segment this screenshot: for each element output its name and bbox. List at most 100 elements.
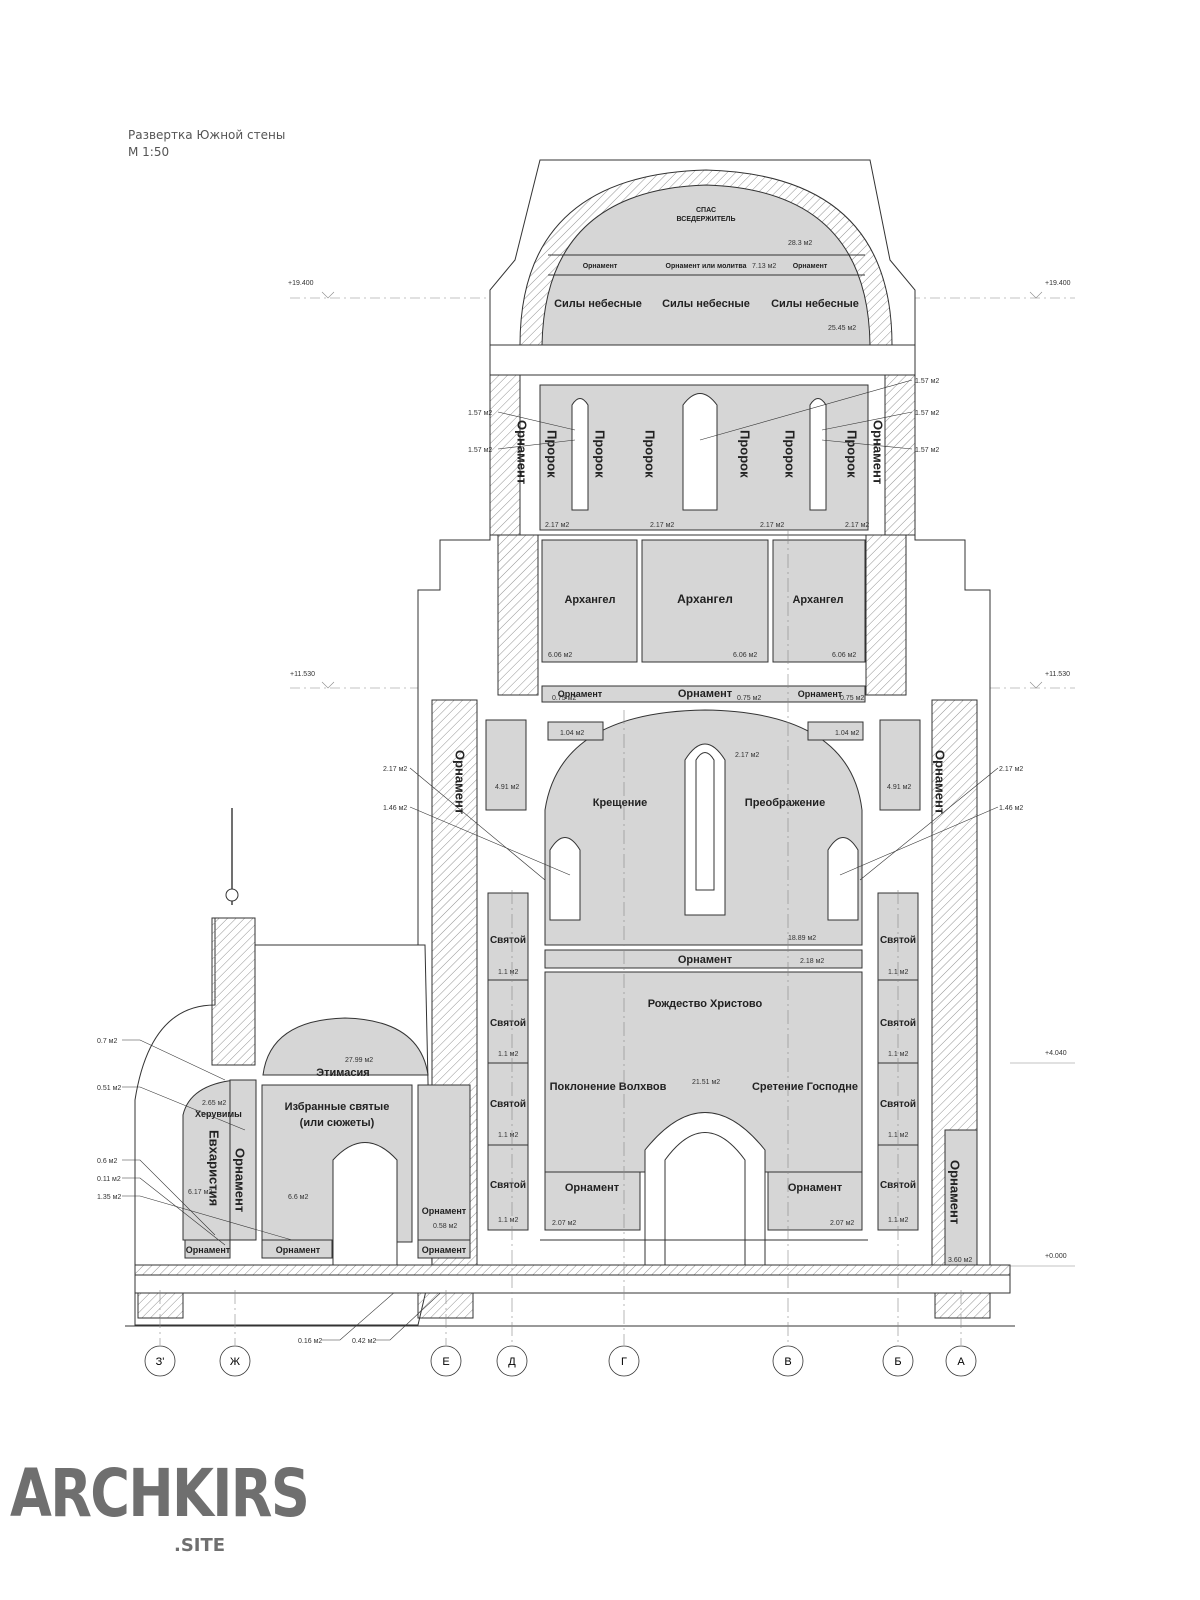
- band1-area-1: 0.75 м2: [552, 695, 576, 702]
- level-mid-left: +11.530: [290, 671, 315, 678]
- axis-bubbles: [144, 1345, 977, 1377]
- dome: [489, 159, 916, 376]
- brand-name: ARCHKIRS: [10, 1455, 310, 1532]
- drum: [489, 374, 916, 536]
- axis-label-z: З': [156, 1356, 165, 1368]
- band1-area-3: 0.75 м2: [840, 695, 864, 702]
- callout-6: 0.16 м2: [298, 1338, 322, 1345]
- saint-area-l1: 1.1 м2: [498, 969, 518, 976]
- annex-area-vault: 27.99 м2: [345, 1057, 373, 1064]
- dome-band-left: Орнамент: [583, 263, 618, 270]
- lower-orn-right: Орнамент: [788, 1182, 843, 1194]
- axis-label-d: Д: [508, 1356, 516, 1368]
- callout-4: 0.11 м2: [97, 1176, 121, 1183]
- band1-area-2: 0.75 м2: [737, 695, 761, 702]
- annex-izbrannye-1: Избранные святые: [285, 1101, 390, 1113]
- axis-label-zh: Ж: [230, 1356, 240, 1368]
- drum-prorok-4: Пророк: [738, 430, 753, 478]
- archangel-left: Архангел: [564, 594, 615, 606]
- annex-orn-right: Орнамент: [422, 1206, 467, 1216]
- callout-2: 0.51 м2: [97, 1085, 121, 1092]
- level-mid-right: +11.530: [1045, 671, 1070, 678]
- drum-window-area-r1: 1.57 м2: [915, 378, 939, 385]
- drum-prorok-5: Пророк: [783, 430, 798, 478]
- drum-prorok-2: Пророк: [593, 430, 608, 478]
- drum-callouts: [497, 379, 913, 450]
- foundation: [125, 1264, 1015, 1327]
- upper-ornament-right: Орнамент: [933, 750, 948, 814]
- band1-right: Орнамент: [798, 689, 843, 699]
- drum-area-3: 2.17 м2: [760, 522, 784, 529]
- saint-right-3: Святой: [880, 1099, 916, 1110]
- upper-niche-area-right: 4.91 м2: [887, 784, 911, 791]
- upper-win-small-right: 1.46 м2: [999, 805, 1023, 812]
- callout-5: 1.35 м2: [97, 1194, 121, 1201]
- saint-area-l4: 1.1 м2: [498, 1217, 518, 1224]
- annex-evharistia: Евхаристия: [207, 1130, 222, 1206]
- upper-window-area: 2.17 м2: [735, 752, 759, 759]
- dome-band-area: 7.13 м2: [752, 263, 776, 270]
- upper-main-area: 18.89 м2: [788, 935, 816, 942]
- dome-area-top: 28.3 м2: [788, 240, 812, 247]
- annex-heruvimy: Херувимы: [195, 1109, 242, 1119]
- dome-area-sily: 25.45 м2: [828, 325, 856, 332]
- axis-label-a: А: [957, 1356, 965, 1368]
- level-low: +4.040: [1045, 1050, 1067, 1057]
- upper-win-small-left: 1.46 м2: [383, 805, 407, 812]
- archangel-area-3: 6.06 м2: [832, 652, 856, 659]
- dome-band: Орнамент или молитва: [666, 263, 747, 270]
- lower-rozhdestvo: Рождество Христово: [648, 998, 763, 1010]
- archangel-area-1: 6.06 м2: [548, 652, 572, 659]
- lower-orn-area-right: 2.07 м2: [830, 1220, 854, 1227]
- saint-area-l3: 1.1 м2: [498, 1132, 518, 1139]
- drum-window-area-r2: 1.57 м2: [915, 410, 939, 417]
- drum-prorok-1: Пророк: [545, 430, 560, 478]
- annex-ornament-vertical: Орнамент: [233, 1148, 248, 1212]
- archangel-right: Архангел: [792, 594, 843, 606]
- annex-izbrannye-2: (или сюжеты): [300, 1117, 375, 1129]
- upper-win-area-right: 2.17 м2: [999, 766, 1023, 773]
- upper-niche-area-left: 4.91 м2: [495, 784, 519, 791]
- saint-area-l2: 1.1 м2: [498, 1051, 518, 1058]
- saint-left-1: Святой: [490, 935, 526, 946]
- upper-kreshchenie: Крещение: [593, 797, 647, 809]
- drum-area-4: 2.17 м2: [845, 522, 869, 529]
- level-zero: +0.000: [1045, 1253, 1067, 1260]
- band2-area: 2.18 м2: [800, 958, 824, 965]
- band1-center: Орнамент: [678, 688, 733, 700]
- drum-prorok-3: Пророк: [643, 430, 658, 478]
- annex-area-her: 2.65 м2: [202, 1100, 226, 1107]
- annex-area-ev: 6.17 м2: [188, 1189, 212, 1196]
- annex-orn-left: Орнамент: [186, 1245, 231, 1255]
- drum-ornament-left: Орнамент: [515, 420, 530, 484]
- dome-spas: СПАС: [696, 207, 716, 214]
- brand-suffix: .SITE: [174, 1535, 226, 1556]
- right-column: [944, 1129, 978, 1266]
- lower-area: 21.51 м2: [692, 1079, 720, 1086]
- callout-3: 0.6 м2: [97, 1158, 117, 1165]
- right-col-ornament: Орнамент: [948, 1160, 963, 1224]
- axis-label-g: Г: [621, 1356, 627, 1368]
- lower-sretenie: Сретение Господне: [752, 1081, 858, 1093]
- drum-ornament-right: Орнамент: [871, 420, 886, 484]
- saint-left-2: Святой: [490, 1018, 526, 1029]
- axis-label-b: Б: [894, 1356, 901, 1368]
- right-col-area: 3.60 м2: [948, 1257, 972, 1264]
- drum-window-area-r3: 1.57 м2: [915, 447, 939, 454]
- lower-orn-left: Орнамент: [565, 1182, 620, 1194]
- drum-area-1: 2.17 м2: [545, 522, 569, 529]
- saint-left-3: Святой: [490, 1099, 526, 1110]
- level-top-right: +19.400: [1045, 280, 1071, 287]
- grid-axes: [159, 530, 962, 1345]
- dome-vsederzhitel: ВСЕДЕРЖИТЕЛЬ: [677, 216, 736, 223]
- callout-1: 0.7 м2: [97, 1038, 117, 1045]
- archangel-center: Архангел: [677, 592, 733, 606]
- annex-orn-small: 0.58 м2: [433, 1223, 457, 1230]
- annex-area-main: 6.6 м2: [288, 1194, 308, 1201]
- upper-small-area-right: 1.04 м2: [835, 730, 859, 737]
- upper-small-area-left: 1.04 м2: [560, 730, 584, 737]
- upper-preobrazhenie: Преображение: [745, 797, 825, 809]
- dome-sily-right: Силы небесные: [771, 298, 859, 310]
